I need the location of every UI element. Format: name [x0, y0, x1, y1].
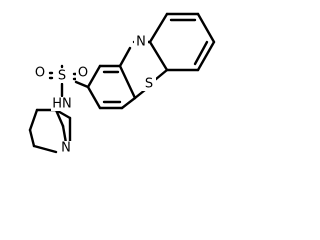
bond	[118, 64, 137, 100]
bond	[196, 12, 216, 44]
bond	[148, 40, 169, 72]
bonds	[28, 12, 216, 154]
bond	[28, 128, 36, 148]
bond	[54, 108, 72, 120]
bond	[120, 96, 137, 110]
atom-s-ring: S	[145, 77, 153, 92]
bond	[133, 88, 147, 100]
atom-n-bicyclic: N	[61, 141, 71, 156]
atom-labels: N S O S O HN N	[33, 35, 156, 156]
bond	[74, 80, 90, 89]
bond	[32, 144, 58, 154]
bond	[193, 40, 209, 66]
atom-s-sulfonyl: S	[58, 69, 66, 84]
bond	[54, 108, 65, 128]
bond	[148, 12, 169, 44]
atom-o-top: O	[35, 66, 45, 81]
atom-n-ring: N	[136, 35, 146, 50]
bond	[118, 46, 132, 68]
bond	[61, 124, 68, 145]
bond	[86, 85, 102, 110]
molecule-diagram: N S O S O HN N	[28, 12, 216, 156]
atom-nh: HN	[52, 97, 72, 112]
bond	[196, 40, 216, 72]
bond	[86, 64, 102, 89]
bond	[28, 108, 39, 132]
atom-o-right: O	[78, 66, 88, 81]
